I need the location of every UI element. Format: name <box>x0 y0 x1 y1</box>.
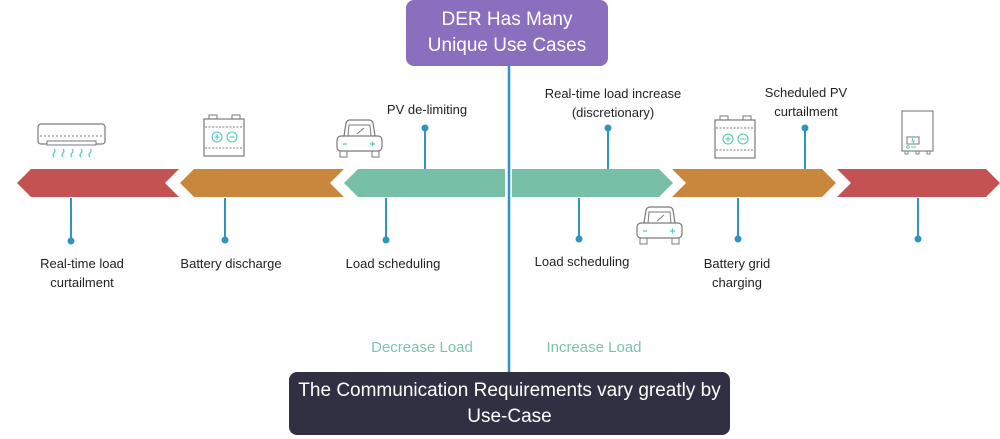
connector-realtime-load-increase <box>604 124 612 169</box>
decrease-load-label: Decrease Load <box>371 339 473 356</box>
use-case-label-load-scheduling-decrease: Load scheduling <box>345 256 441 271</box>
connectors-above <box>421 124 809 169</box>
segment-increase-orange <box>672 169 836 197</box>
connector-unlabeled <box>914 198 922 243</box>
use-case-label-battery-discharge: Battery discharge <box>180 256 282 271</box>
use-case-label-battery-grid-charging: Battery grid charging <box>703 256 771 290</box>
inverter-icon <box>901 110 934 155</box>
connector-realtime-load-curtailment <box>67 198 75 245</box>
title-box: DER Has Many Unique Use Cases <box>406 0 608 66</box>
use-case-label-load-scheduling-increase: Load scheduling <box>534 254 630 269</box>
use-case-label-scheduled-pv-curtailment: Scheduled PV curtailment <box>764 85 848 119</box>
segment-decrease-teal <box>344 169 505 197</box>
air-conditioner-icon <box>37 123 106 158</box>
connector-load-scheduling-decrease <box>382 198 390 244</box>
title-line-2: Unique Use Cases <box>427 35 587 56</box>
use-case-label-realtime-load-curtailment: Real-time load curtailment <box>40 256 124 290</box>
connector-battery-discharge <box>221 198 229 244</box>
title-line-1: DER Has Many <box>441 9 573 30</box>
connector-pv-delimiting <box>421 124 429 169</box>
footer-line-1: The Communication Requirements vary grea… <box>298 379 721 401</box>
communication-requirements-box: The Communication Requirements vary grea… <box>289 372 730 435</box>
segment-increase-teal <box>512 169 673 197</box>
arrow-band <box>17 169 1000 197</box>
battery-icon <box>714 115 756 159</box>
connectors-below <box>67 198 922 245</box>
connector-load-scheduling-increase <box>575 198 583 243</box>
segment-decrease-red <box>17 169 179 197</box>
electric-car-icon <box>336 119 383 158</box>
segment-increase-red <box>837 169 1000 197</box>
connector-scheduled-pv-curtailment <box>801 124 809 169</box>
electric-car-icon <box>636 206 683 245</box>
use-case-label-realtime-load-increase: Real-time load increase (discretionary) <box>544 86 682 120</box>
use-case-label-pv-delimiting: PV de-limiting <box>386 102 468 117</box>
segment-decrease-orange <box>180 169 344 197</box>
battery-icon <box>203 114 245 157</box>
connector-battery-grid-charging <box>734 198 742 243</box>
increase-load-label: Increase Load <box>546 339 642 356</box>
footer-line-2: Use-Case <box>467 405 552 427</box>
